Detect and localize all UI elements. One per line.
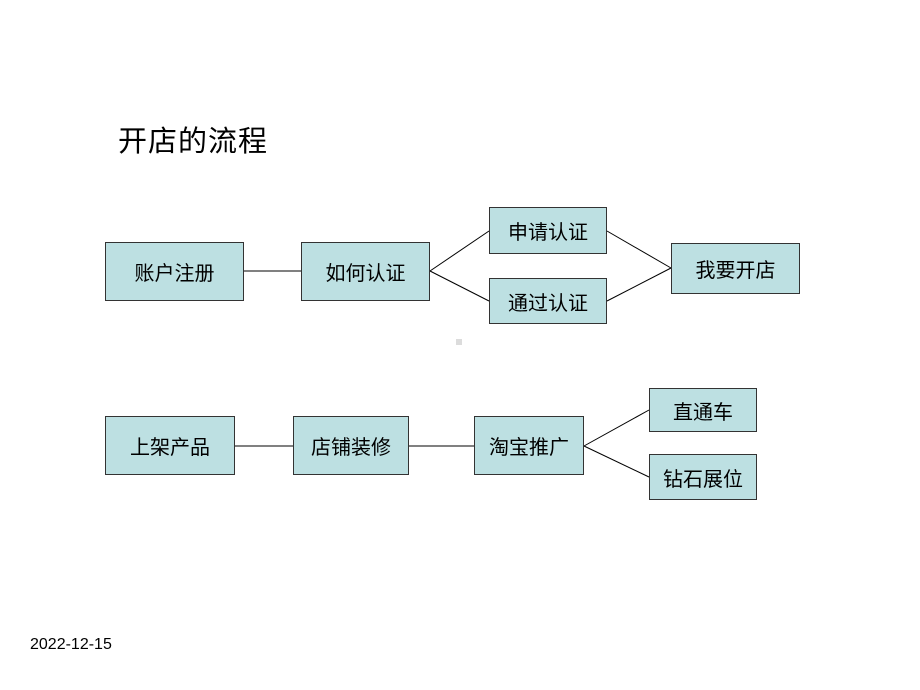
page-title: 开店的流程 <box>118 124 269 158</box>
box-how-to-verify: 如何认证 <box>301 242 430 301</box>
box-pass-verification: 通过认证 <box>489 278 607 324</box>
connector-promote-to-diamond <box>583 445 650 478</box>
footer-date: 2022-12-15 <box>30 636 112 653</box>
box-open-store: 我要开店 <box>671 243 800 294</box>
connector-promote-to-express <box>583 409 650 447</box>
box-apply-verification: 申请认证 <box>489 207 607 254</box>
box-list-products: 上架产品 <box>105 416 235 475</box>
slide-marker <box>456 339 462 345</box>
connector-apply-to-open <box>606 230 672 269</box>
box-taobao-promotion: 淘宝推广 <box>474 416 584 475</box>
box-diamond-booth: 钻石展位 <box>649 454 757 500</box>
connector-pass-to-open <box>606 267 672 302</box>
box-through-train: 直通车 <box>649 388 757 432</box>
box-account-register: 账户注册 <box>105 242 244 301</box>
box-store-decoration: 店铺装修 <box>293 416 409 475</box>
connector-how-to-apply <box>429 230 490 272</box>
connector-how-to-pass <box>429 270 490 302</box>
